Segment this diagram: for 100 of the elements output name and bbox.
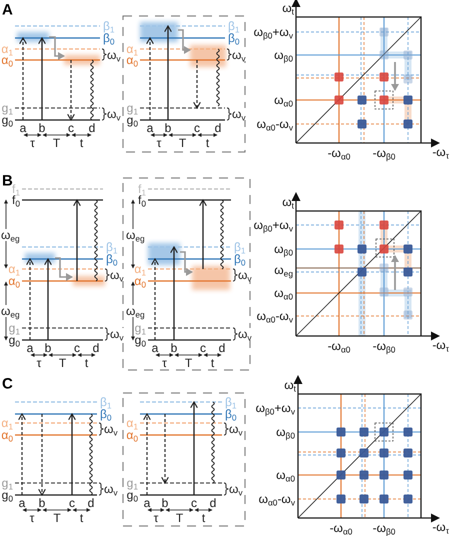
delay-label: t (210, 357, 214, 369)
spacing-label: ω$_{v}$ (232, 108, 246, 120)
pulse-label: d (88, 122, 96, 134)
level-label: β$_{0}$ (228, 32, 240, 44)
pulse-label: a (146, 122, 154, 134)
level-label: β$_{1}$ (228, 20, 240, 32)
tick-label: ω$_{eg}$ (274, 264, 293, 276)
panel-letter: C (2, 376, 13, 392)
spacing-label: ω$_{v}$ (110, 269, 124, 281)
tick-label: -ω$_{α0}$ (328, 340, 350, 352)
pulse-label: b (162, 497, 168, 509)
pulse-label: a (20, 122, 26, 134)
level-label: β$_{1}$ (106, 241, 118, 253)
delay-label: t (84, 357, 88, 369)
level-label: β$_{0}$ (103, 32, 115, 44)
pulse-label: b (170, 342, 178, 354)
level-label: α$_{0}$ (126, 54, 138, 66)
delay-label: t (80, 512, 84, 524)
tick-label: ω$_{α0}$ (276, 469, 295, 481)
level-label: f$_{1}$ (12, 183, 20, 195)
delay-label: t (80, 137, 84, 149)
level-label: β$_{0}$ (106, 253, 118, 265)
tick-label: ω$_{α0}$-ω$_{v}$ (258, 493, 295, 505)
tick-label: ω$_{β0}$ (274, 243, 293, 255)
level-label: g$_{0}$ (126, 489, 138, 501)
level-label: g$_{0}$ (126, 114, 138, 126)
delay-label: T (52, 137, 60, 149)
level-label: f$_{0}$ (138, 194, 146, 206)
axis-label: ω$_{t}$ (282, 2, 294, 14)
tick-label: ω$_{β0}$+ω$_{v}$ (254, 26, 293, 38)
tick-label: -ω$_{β0}$ (372, 522, 396, 534)
level-label: α$_{1}$ (1, 43, 13, 55)
level-label: β$_{0}$ (100, 408, 112, 420)
axis-label: -ω$_{τ}$ (432, 521, 449, 533)
pulse-label: c (74, 342, 80, 354)
delay-label: T (58, 357, 66, 369)
tick-label: ω$_{β0}$+ω$_{v}$ (256, 402, 295, 414)
pulse-label: a (18, 497, 26, 509)
level-label: α$_{0}$ (1, 54, 13, 66)
level-label: g$_{0}$ (2, 114, 13, 126)
level-label: f$_{1}$ (138, 183, 146, 195)
delay-label: τ (154, 512, 158, 524)
level-label: g$_{1}$ (2, 102, 13, 114)
pulse-label: d (88, 497, 94, 509)
pulse-label: a (144, 497, 150, 509)
level-label: β$_{1}$ (100, 396, 112, 408)
panel-letter: B (2, 174, 13, 188)
level-label: β$_{1}$ (234, 241, 246, 253)
tick-label: ω$_{β0}$ (276, 426, 295, 438)
delay-label: T (184, 357, 192, 369)
level-label: α$_{1}$ (8, 263, 20, 275)
delay-label: τ (156, 137, 162, 149)
pulse-label: b (44, 342, 52, 354)
pulse-label: b (38, 497, 46, 509)
level-label: g$_{0}$ (134, 334, 146, 346)
pulse-label: b (38, 122, 46, 134)
level-label: α$_{0}$ (134, 275, 146, 287)
level-label: g$_{0}$ (2, 489, 13, 501)
level-label: f$_{0}$ (12, 194, 20, 206)
delay-label: τ (162, 357, 167, 369)
pulse-label: d (210, 497, 216, 509)
delay-label: T (178, 137, 186, 149)
level-label: α$_{1}$ (134, 263, 146, 275)
delay-label: τ (30, 512, 34, 524)
pulse-label: c (200, 342, 206, 354)
level-label: α$_{1}$ (1, 417, 13, 429)
level-label: α$_{0}$ (1, 429, 13, 441)
delay-label: τ (36, 357, 42, 369)
delay-label: T (53, 512, 61, 524)
level-label: β$_{0}$ (225, 408, 237, 420)
pulse-label: a (152, 342, 158, 354)
pulse-label: d (214, 122, 222, 134)
level-label: g$_{1}$ (134, 322, 146, 334)
pulse-label: b (164, 122, 172, 134)
level-label: α$_{1}$ (126, 417, 138, 429)
axis-label: -ω$_{τ}$ (432, 146, 449, 158)
axis-label: ω$_{t}$ (282, 196, 294, 208)
level-label: g$_{1}$ (8, 322, 20, 334)
level-label: g$_{1}$ (126, 477, 138, 489)
delay-label: τ (30, 137, 35, 149)
spacing-label: ω$_{v}$ (238, 328, 252, 340)
level-label: α$_{1}$ (126, 43, 138, 55)
tick-label: -ω$_{α0}$ (328, 147, 350, 159)
tick-label: -ω$_{β0}$ (372, 147, 396, 159)
tick-label: ω$_{β0}$ (274, 49, 293, 61)
tick-label: ω$_{α0}$ (274, 287, 293, 299)
pulse-label: d (218, 342, 226, 354)
spacing-label: ω$_{v}$ (110, 328, 124, 340)
level-label: g$_{0}$ (8, 334, 20, 346)
tick-label: ω$_{α0}$-ω$_{v}$ (256, 118, 293, 130)
level-label: β$_{1}$ (225, 396, 237, 408)
delay-label: T (176, 512, 184, 524)
tick-label: ω$_{α0}$ (274, 94, 293, 106)
panel-letter: A (2, 2, 13, 18)
pulse-label: c (68, 122, 74, 134)
tick-label: ω$_{α0}$-ω$_{v}$ (256, 310, 293, 322)
level-label: β$_{1}$ (103, 20, 115, 32)
axis-label: ω$_{t}$ (284, 379, 296, 391)
delay-label: t (206, 137, 210, 149)
level-label: α$_{0}$ (8, 275, 20, 287)
